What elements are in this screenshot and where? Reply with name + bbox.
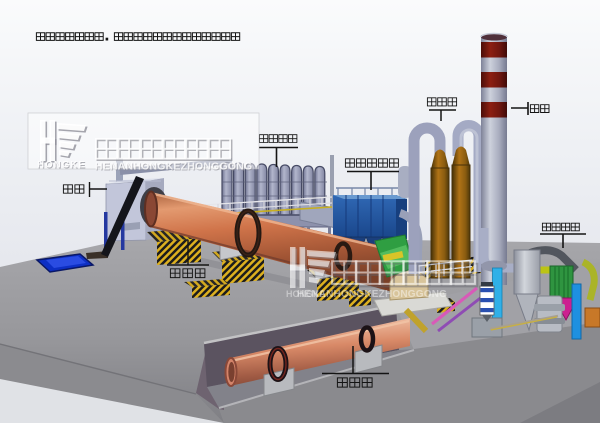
- svg-text:HENANHONGKEZHONGGONG: HENANHONGKEZHONGGONG: [95, 161, 252, 173]
- svg-text:HONGKE: HONGKE: [38, 161, 87, 172]
- svg-text:HENANHONGKEZHONGGONG: HENANHONGKEZHONGGONG: [297, 289, 447, 300]
- svg-text:HONGKE: HONGKE: [37, 160, 86, 171]
- svg-text:HENANHONGKEZHONGGONG: HENANHONGKEZHONGGONG: [96, 161, 253, 173]
- svg-text:HONGKE: HONGKE: [286, 289, 326, 299]
